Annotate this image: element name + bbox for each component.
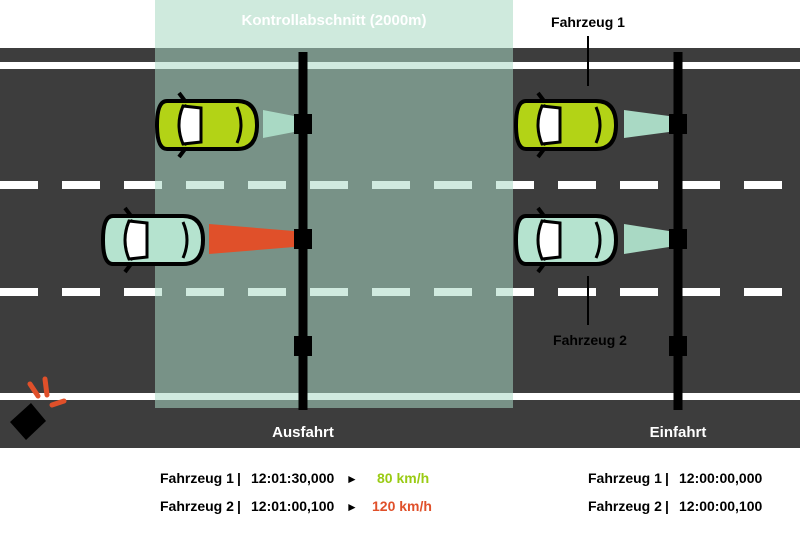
arrow-icon: ►	[346, 472, 358, 486]
speed-ok: 80 km/h	[377, 470, 429, 486]
svg-text:12:00:00,100: 12:00:00,100	[679, 498, 763, 514]
speed-camera-icon	[10, 376, 67, 440]
entry-reading-row: Fahrzeug 1 | 12:00:00,000	[588, 470, 763, 486]
car-icon	[513, 206, 619, 274]
svg-text:|: |	[237, 470, 241, 486]
exit-beam-lane1	[263, 110, 294, 138]
exit-reading-row: Fahrzeug 1 | 12:01:30,000 ► 80 km/h	[160, 470, 429, 486]
entry-gantry	[669, 52, 687, 410]
svg-text:Fahrzeug 2: Fahrzeug 2	[588, 498, 662, 514]
entry-reading-row: Fahrzeug 2 | 12:00:00,100	[588, 498, 763, 514]
vehicle-1-label: Fahrzeug 1	[551, 14, 625, 30]
car-icon	[154, 91, 260, 159]
svg-text:12:01:30,000: 12:01:30,000	[251, 470, 335, 486]
svg-text:|: |	[237, 498, 241, 514]
control-section-label: Kontrollabschnitt (2000m)	[241, 12, 426, 29]
svg-text:|: |	[665, 470, 669, 486]
exit-beam-lane2-violation	[209, 224, 294, 254]
exit-reading-row: Fahrzeug 2 | 12:01:00,100 ► 120 km/h	[160, 498, 432, 514]
control-section-header	[155, 0, 513, 48]
vehicle-2-label: Fahrzeug 2	[553, 332, 627, 348]
svg-text:12:01:00,100: 12:01:00,100	[251, 498, 335, 514]
car-icon	[100, 206, 206, 274]
car-icon	[513, 91, 619, 159]
svg-text:|: |	[665, 498, 669, 514]
entry-label: Einfahrt	[650, 424, 707, 441]
svg-text:12:00:00,000: 12:00:00,000	[679, 470, 763, 486]
exit-gantry	[294, 52, 312, 410]
svg-text:Fahrzeug 1: Fahrzeug 1	[588, 470, 662, 486]
svg-text:Fahrzeug 2: Fahrzeug 2	[160, 498, 234, 514]
entry-beam-lane1	[624, 110, 669, 138]
arrow-icon: ►	[346, 500, 358, 514]
entry-beam-lane2	[624, 224, 669, 254]
speed-violation: 120 km/h	[372, 498, 432, 514]
svg-text:Fahrzeug 1: Fahrzeug 1	[160, 470, 234, 486]
exit-label: Ausfahrt	[272, 424, 334, 441]
